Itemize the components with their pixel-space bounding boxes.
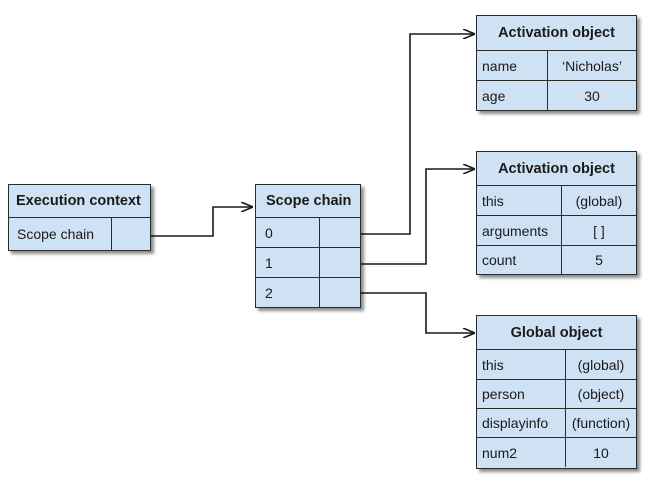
scope-chain-slot-index: 1 <box>256 248 320 277</box>
row-value: (global) <box>577 356 625 373</box>
row-value: [ ] <box>593 222 605 239</box>
activation-object-box-1: Activation object name ‘Nicholas’ age 30 <box>476 15 637 111</box>
arrow-slot-2-to-global-object <box>341 292 474 333</box>
row-key: age <box>477 81 548 110</box>
global-object-box: Global object this (global) person (obje… <box>476 315 637 469</box>
scope-chain-slot-pointer <box>320 278 360 307</box>
arrow-slot-0-to-activation-1 <box>341 34 474 235</box>
activation-object-row: age 30 <box>477 81 636 110</box>
row-value: 30 <box>584 87 600 104</box>
activation-object-row: name ‘Nicholas’ <box>477 51 636 81</box>
scope-chain-slot-pointer <box>320 248 360 277</box>
global-object-row: person (object) <box>477 380 636 409</box>
arrow-slot-1-to-activation-2 <box>341 169 474 265</box>
scope-chain-title: Scope chain <box>256 185 360 218</box>
global-object-row: this (global) <box>477 350 636 380</box>
row-value: ‘Nicholas’ <box>562 57 622 74</box>
global-object-row: num2 10 <box>477 438 636 467</box>
execution-context-pointer-cell <box>112 218 150 250</box>
execution-context-scope-chain-label: Scope chain <box>9 218 112 250</box>
scope-chain-box: Scope chain 0 1 2 <box>255 184 361 308</box>
row-key: this <box>477 186 562 215</box>
row-value: (global) <box>575 192 623 209</box>
scope-chain-slot: 0 <box>256 218 360 248</box>
arrow-execution-to-scope-chain <box>131 207 252 237</box>
activation-object-title: Activation object <box>477 16 636 51</box>
activation-object-row: arguments [ ] <box>477 216 636 246</box>
execution-context-title: Execution context <box>9 185 150 218</box>
row-key: displayinfo <box>477 409 566 437</box>
activation-object-row: this (global) <box>477 186 636 216</box>
row-key: this <box>477 350 566 379</box>
activation-object-box-2: Activation object this (global) argument… <box>476 151 637 275</box>
row-key: person <box>477 380 566 408</box>
execution-context-box: Execution context Scope chain <box>8 184 151 251</box>
execution-context-row: Scope chain <box>9 218 150 250</box>
scope-chain-slot-pointer <box>320 218 360 247</box>
global-object-title: Global object <box>477 316 636 350</box>
row-value: (function) <box>571 415 631 431</box>
row-value: 5 <box>595 252 603 268</box>
row-key: arguments <box>477 216 562 245</box>
row-value: (object) <box>577 386 625 402</box>
row-key: name <box>477 51 548 80</box>
activation-object-title: Activation object <box>477 152 636 186</box>
row-value: 10 <box>593 444 609 461</box>
activation-object-row: count 5 <box>477 246 636 274</box>
global-object-row: displayinfo (function) <box>477 409 636 438</box>
scope-chain-slot-index: 2 <box>256 278 320 307</box>
scope-chain-slot: 1 <box>256 248 360 278</box>
row-key: count <box>477 246 562 274</box>
scope-chain-slot-index: 0 <box>256 218 320 247</box>
scope-chain-slot: 2 <box>256 278 360 307</box>
row-key: num2 <box>477 438 566 467</box>
